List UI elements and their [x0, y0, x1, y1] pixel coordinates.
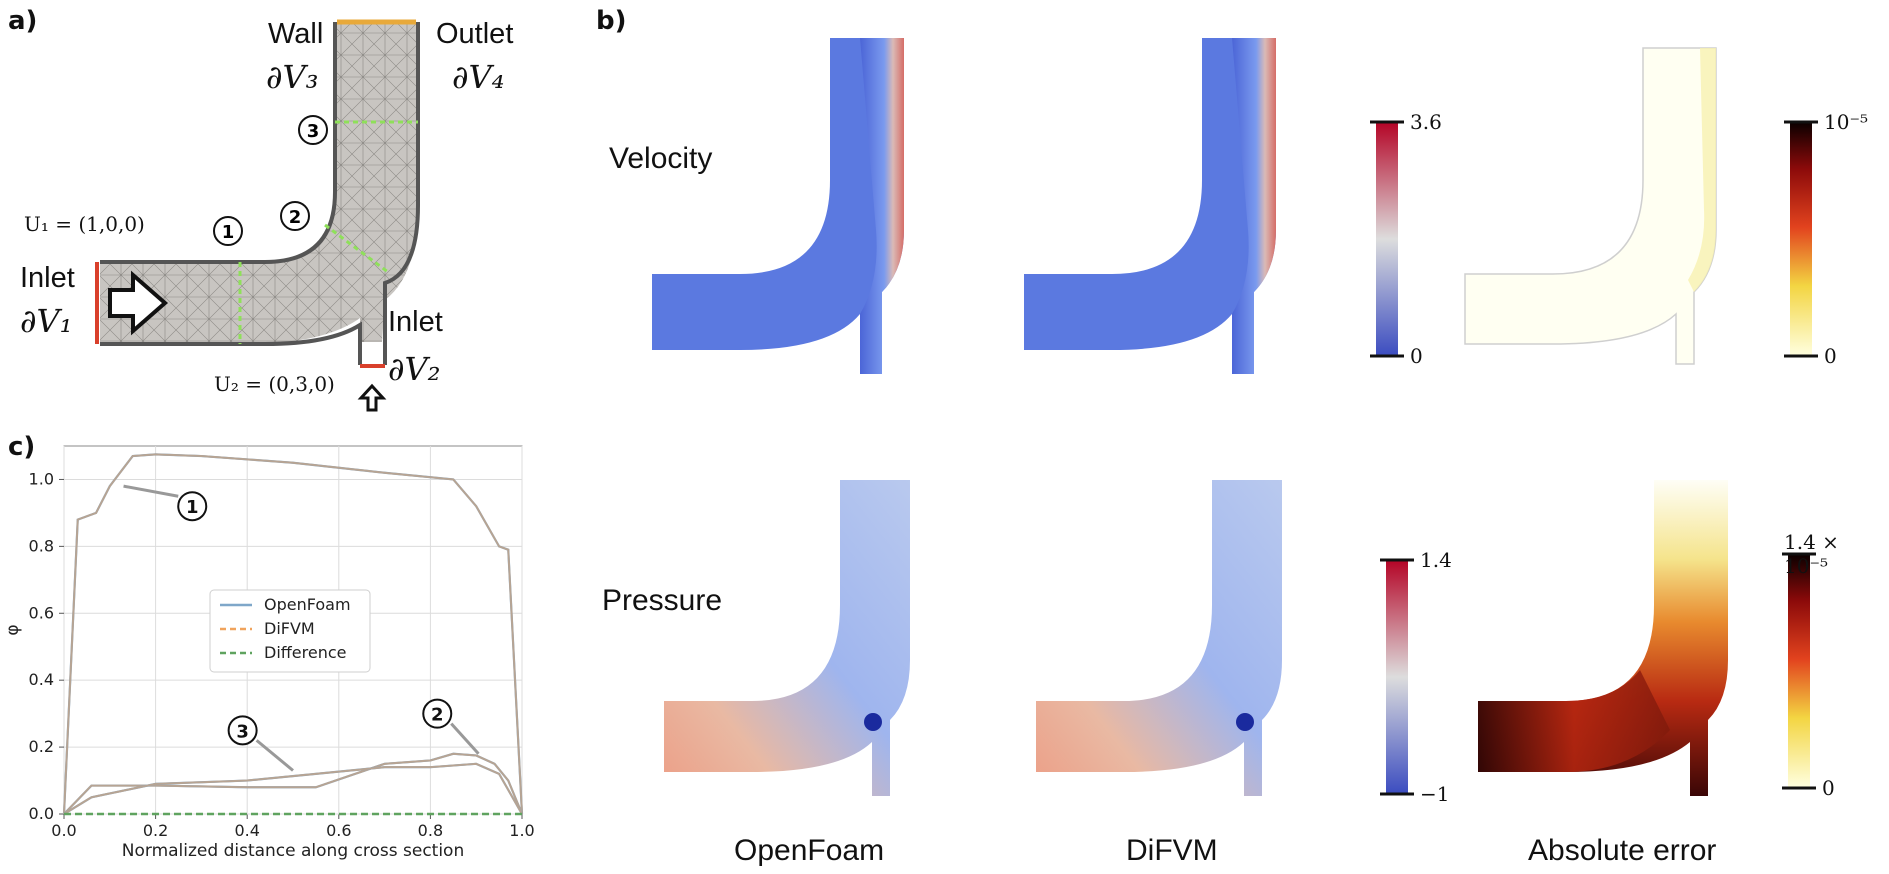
panel-label-c: c) [8, 432, 36, 462]
series-difvm-line-3 [63, 762, 523, 815]
panel-label-b: b) [596, 6, 627, 36]
velocity-error-colorbar-max: 10⁻⁵ [1824, 110, 1869, 134]
inlet1-label: Inlet [20, 262, 75, 294]
inlet2-symbol: ∂V₂ [388, 350, 441, 388]
y-tick-label: 0.0 [29, 804, 54, 823]
pressure-difvm-field [1036, 480, 1282, 796]
series-difvm-line-1 [63, 453, 523, 815]
x-tick-label: 0.2 [143, 821, 168, 840]
inlet1-arrow-icon [108, 270, 169, 336]
section-2 [324, 223, 389, 274]
legend-box [209, 589, 371, 673]
x-tick-label: 0.4 [234, 821, 259, 840]
velocity-difvm-field [1024, 38, 1276, 374]
wall-label: Wall [268, 18, 324, 50]
x-axis-label: Normalized distance along cross section [122, 841, 464, 861]
outlet-label: Outlet [436, 18, 514, 50]
column-label-openfoam: OpenFoam [734, 834, 885, 867]
y-axis-label: φ [3, 624, 23, 635]
annotation-3-arrow [255, 739, 294, 772]
annotation-2-circle [422, 698, 453, 729]
x-tick-label: 0.8 [418, 821, 443, 840]
legend-label-difference: Difference [264, 643, 346, 662]
inlet2-arrow-icon [357, 383, 387, 412]
annotation-1-circle [177, 491, 208, 522]
panel-label-a: a) [8, 6, 38, 36]
marker-2: 2 [280, 201, 310, 231]
annotation-1-label: 1 [186, 497, 199, 518]
velocity-error-colorbar [1790, 122, 1812, 356]
marker-3: 3 [298, 115, 328, 145]
inlet2-label: Inlet [388, 306, 443, 338]
y-tick-label: 1.0 [29, 469, 54, 488]
y-tick-label: 0.6 [29, 603, 54, 622]
pressure-openfoam-field [664, 480, 910, 796]
x-tick-label: 0.0 [51, 821, 76, 840]
legend-label-difvm: DiFVM [264, 619, 315, 638]
annotation-3-circle [227, 715, 258, 746]
y-tick-label: 0.2 [29, 737, 54, 756]
y-tick-label: 0.8 [29, 536, 54, 555]
legend-label-openfoam: OpenFoam [264, 595, 351, 614]
geometry-diagram: 1 2 3 [95, 19, 420, 412]
row-label-pressure: Pressure [602, 584, 723, 617]
row-label-velocity: Velocity [609, 142, 713, 175]
inlet1-symbol: ∂V₁ [20, 302, 73, 340]
wall-symbol: ∂V₃ [266, 58, 319, 96]
pipe-wall [100, 22, 420, 365]
svg-text:3: 3 [307, 121, 320, 142]
field-plots [652, 38, 1818, 796]
y-tick-label: 0.4 [29, 670, 54, 689]
marker-1: 1 [213, 216, 243, 246]
cross-section-chart: 0.0 0.2 0.4 0.6 0.8 1.0 0.0 0.2 0.4 0.6 0.8 1.0Norm… [3, 445, 535, 861]
annotation-3-label: 3 [236, 721, 249, 742]
pressure-error-colorbar-min: 0 [1822, 776, 1835, 800]
pressure-error-field [1478, 480, 1728, 796]
column-label-absolute-error: Absolute error [1528, 834, 1717, 867]
velocity-colorbar-max: 3.6 [1410, 110, 1442, 134]
outlet-symbol: ∂V₄ [452, 58, 505, 96]
svg-text:1: 1 [222, 222, 235, 243]
column-label-difvm: DiFVM [1126, 834, 1218, 867]
x-tick-label: 1.0 [509, 821, 534, 840]
u1-label: U₁ = (1,0,0) [24, 212, 145, 236]
velocity-colorbar-min: 0 [1410, 344, 1423, 368]
velocity-colorbar [1376, 122, 1398, 356]
pressure-error-colorbar [1788, 554, 1810, 788]
velocity-openfoam-field [652, 38, 904, 374]
annotation-2-arrow [450, 722, 480, 755]
svg-text:2: 2 [289, 207, 302, 228]
annotation-1-arrow [123, 484, 179, 498]
velocity-error-colorbar-min: 0 [1824, 344, 1837, 368]
x-tick-label: 0.6 [326, 821, 351, 840]
u2-label: U₂ = (0,3,0) [214, 372, 335, 396]
pressure-colorbar-min: −1 [1420, 782, 1450, 806]
pressure-colorbar-max: 1.4 [1420, 548, 1452, 572]
pressure-colorbar [1386, 560, 1408, 794]
velocity-error-field [1464, 47, 1717, 365]
annotation-2-label: 2 [431, 705, 444, 726]
pressure-error-colorbar-max: 1.4 × 10⁻⁵ [1784, 530, 1839, 578]
